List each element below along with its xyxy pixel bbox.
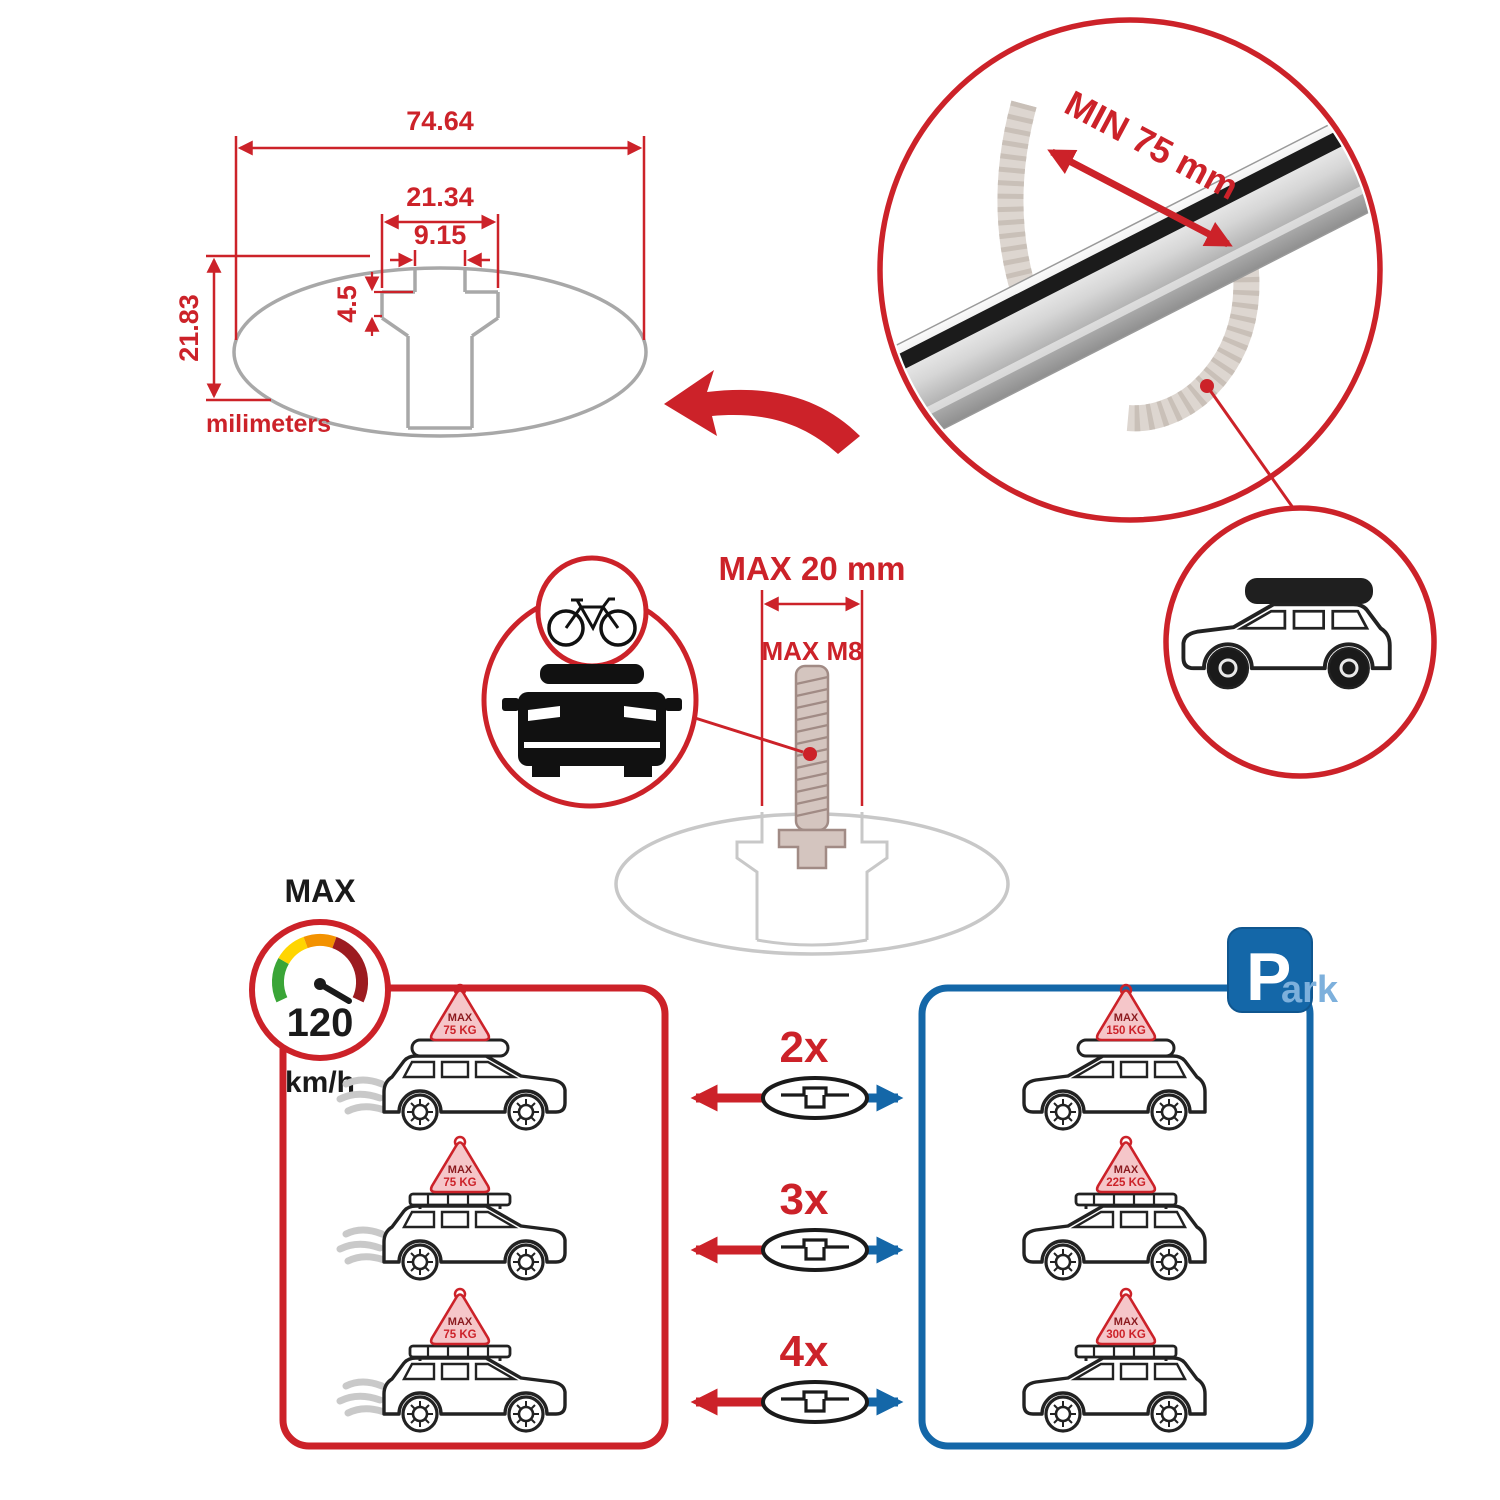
bumper-line (524, 742, 660, 748)
driving-car-row-2: MAX 75 KG (336, 1135, 565, 1279)
bolt-dimension-diagram: MAX 20 mm MAX M8 (614, 550, 1010, 956)
dim-label-lip: 4.5 (332, 285, 362, 323)
car-front-icon (502, 664, 682, 777)
roofbox-icon (410, 1038, 510, 1058)
pennant-max: MAX (448, 1012, 473, 1024)
crossbar-render-circle: MIN 75 mm (877, 17, 1383, 523)
motion-lines (336, 1076, 388, 1115)
gauge-title: MAX (284, 873, 356, 909)
multiplier-row-1: 2x (690, 1023, 904, 1120)
pennant-weight: 300 KG (1106, 1329, 1146, 1341)
min-span-arrow (1047, 148, 1233, 248)
crossbar-profile-icon (761, 1228, 869, 1272)
park-sign-icon: P ark (1227, 927, 1339, 1015)
motion-lines (336, 1226, 388, 1265)
dim-label-slot-inner: 9.15 (414, 220, 467, 250)
load-pennant: MAX 225 KG (1095, 1135, 1157, 1194)
multiplier-row-2: 3x (690, 1175, 904, 1272)
roofbox-dark (1245, 578, 1373, 604)
car-wheel-front (1209, 649, 1247, 687)
crossbar-render-clip (885, 100, 1375, 453)
car-wheel-rear (1330, 649, 1368, 687)
pennant-weight: 225 KG (1106, 1177, 1146, 1189)
load-pennant: MAX 300 KG (1095, 1287, 1157, 1346)
bolt-t-head (777, 828, 847, 870)
driving-limits-box (279, 984, 669, 1450)
parked-car-row-3: MAX 300 KG (1024, 1287, 1205, 1431)
park-suffix: ark (1281, 969, 1339, 1011)
dim-ext-max20 (760, 590, 864, 806)
max20-label: MAX 20 mm (718, 550, 905, 587)
multiplier-label: 2x (780, 1023, 829, 1072)
dim-ext-lip (374, 290, 413, 318)
parked-limits-box (918, 984, 1314, 1450)
dim-ext-height (206, 254, 370, 402)
bike-bubble-outline (535, 555, 649, 669)
units-label: milimeters (206, 410, 331, 438)
speed-gauge-icon: MAX 120 km/h (249, 873, 391, 1099)
dim-ext-slot-outer (380, 214, 500, 288)
headlight-left (528, 706, 560, 721)
crossbar-3d-render (885, 102, 1375, 453)
crossbar-profile-icon (761, 1380, 869, 1424)
ghost-slot-profile (735, 812, 889, 947)
maxm8-label: MAX M8 (761, 636, 862, 666)
pennant-weight: 75 KG (443, 1177, 476, 1189)
dim-label-height: 21.83 (174, 294, 204, 362)
dim-ext-total-width (234, 136, 646, 340)
load-pennant: MAX 150 KG (1095, 983, 1157, 1042)
roofbox-icon (1076, 1038, 1176, 1058)
pennant-weight: 75 KG (443, 1025, 476, 1037)
dim-label-total-width: 74.64 (406, 106, 474, 136)
headlight-right (624, 706, 656, 721)
driving-car-row-3: MAX 75 KG (336, 1287, 565, 1431)
pennant-max: MAX (1114, 1316, 1139, 1328)
crossbar-profile-icon (761, 1076, 869, 1120)
callout-dot-bolt (803, 747, 817, 761)
zoom-arrow-icon (664, 370, 860, 454)
pennant-weight: 75 KG (443, 1329, 476, 1341)
pennant-max: MAX (1114, 1012, 1139, 1024)
crossbar-profile-outline (232, 266, 648, 438)
load-pennant: MAX 75 KG (429, 983, 491, 1042)
multiplier-label: 3x (780, 1175, 829, 1224)
car-roofbox-circle (1163, 505, 1437, 779)
gauge-value: 120 (287, 1001, 354, 1045)
rubber-strip (885, 102, 1375, 403)
driving-car-row-1: MAX 75 KG (336, 983, 565, 1129)
parked-car-row-2: MAX 225 KG (1024, 1135, 1205, 1279)
callout-line-car (1205, 385, 1298, 513)
multiplier-row-3: 4x (690, 1327, 904, 1424)
pennant-max: MAX (1114, 1164, 1139, 1176)
car-front-bike-circle (481, 555, 699, 809)
cross-section-dimension-diagram: 74.64 21.34 9.15 4.5 21.83 milimeters (174, 106, 648, 438)
pennant-max: MAX (448, 1164, 473, 1176)
dim-ext-slot-inner (413, 250, 467, 266)
multiplier-label: 4x (780, 1327, 829, 1376)
pennant-max: MAX (448, 1316, 473, 1328)
load-pennant: MAX 75 KG (429, 1287, 491, 1346)
motion-lines (336, 1378, 388, 1417)
park-letter: P (1246, 939, 1291, 1015)
dim-label-slot-outer: 21.34 (406, 182, 474, 212)
pennant-weight: 150 KG (1106, 1025, 1146, 1037)
callout-line-bolt (675, 710, 804, 754)
parked-car-row-1: MAX 150 KG (1024, 983, 1205, 1129)
bike-icon (547, 597, 637, 647)
load-pennant: MAX 75 KG (429, 1135, 491, 1194)
